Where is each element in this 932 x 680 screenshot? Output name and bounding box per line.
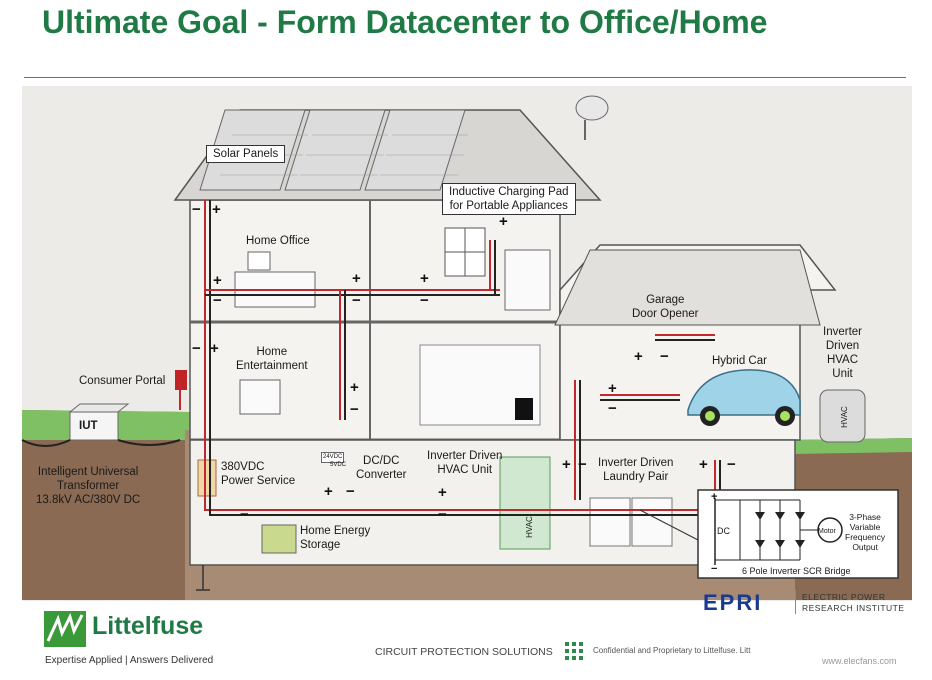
oven	[515, 398, 533, 420]
plus-marker: +	[562, 456, 571, 473]
label-hybrid-car: Hybrid Car	[712, 355, 767, 367]
label-iut-description: Intelligent Universal Transformer 13.8kV…	[36, 466, 141, 506]
label-home-entertainment: Home Entertainment	[236, 346, 308, 372]
minus-marker: −	[192, 201, 201, 218]
plus-marker: +	[499, 213, 508, 230]
appliance-cabinet	[504, 249, 551, 311]
title-divider	[24, 77, 906, 78]
label-scr-dc: DC	[717, 526, 730, 536]
indoor-hvac-cabinet	[499, 456, 551, 550]
plus-marker: +	[352, 270, 361, 287]
battery-storage	[261, 524, 297, 554]
label-dcdc-converter: DC/DC Converter	[356, 455, 407, 481]
label-iut: IUT	[79, 420, 98, 432]
plus-marker: +	[634, 348, 643, 365]
label-hvac-indoor-tag: HVAC	[524, 516, 534, 538]
minus-marker: −	[438, 506, 447, 523]
plus-marker: +	[438, 484, 447, 501]
plus-marker: +	[213, 272, 222, 289]
footer-tagline: Expertise Applied | Answers Delivered	[45, 655, 214, 666]
plus-marker: +	[350, 379, 359, 396]
label-dcdc-tag-b: 5VDC	[330, 462, 347, 468]
label-consumer-portal: Consumer Portal	[79, 375, 166, 387]
minus-marker: −	[711, 563, 718, 575]
iut-transformer	[69, 411, 119, 441]
epri-divider	[795, 590, 796, 614]
label-dcdc-tag-a: 24VDC	[321, 452, 345, 463]
footer-solutions: CIRCUIT PROTECTION SOLUTIONS	[375, 646, 553, 658]
plus-marker: +	[711, 491, 718, 503]
plus-marker: +	[420, 270, 429, 287]
power-service-box	[197, 459, 217, 497]
littelfuse-logo-icon	[44, 611, 86, 647]
label-scr-output: 3-Phase Variable Frequency Output	[845, 512, 886, 552]
footer-confidential: Confidential and Proprietary to Littelfu…	[593, 646, 751, 655]
label-garage-door-opener: Garage Door Opener	[632, 294, 699, 320]
grid-dots-icon	[565, 642, 583, 660]
satellite-dish	[575, 95, 609, 121]
computer-monitor	[247, 251, 271, 271]
television	[239, 379, 281, 415]
plus-marker: +	[699, 456, 708, 473]
minus-marker: −	[192, 340, 201, 357]
dc-wiring	[21, 200, 721, 516]
epri-logo: EPRI	[703, 590, 763, 615]
plus-marker: +	[212, 201, 221, 218]
ground-right-grass	[790, 438, 912, 454]
label-home-energy-storage: Home Energy Storage	[300, 525, 371, 551]
dryer	[631, 497, 673, 547]
label-power-service: 380VDC Power Service	[221, 461, 296, 487]
minus-marker: −	[240, 506, 249, 523]
minus-marker: −	[352, 292, 361, 309]
hybrid-car-illustration	[687, 369, 801, 426]
label-outdoor-hvac: Inverter Driven HVAC Unit	[823, 326, 862, 380]
littelfuse-brand: Littelfuse	[92, 612, 204, 640]
minus-marker: −	[346, 483, 355, 500]
label-home-office: Home Office	[246, 235, 310, 247]
label-scr-motor: Motor	[818, 528, 836, 535]
epri-full-name: ELECTRIC POWER RESEARCH INSTITUTE	[802, 592, 905, 613]
plus-marker: +	[324, 483, 333, 500]
ground-left-soil	[22, 410, 190, 600]
label-inductive-charging: Inductive Charging Pad for Portable Appl…	[442, 183, 576, 215]
slide-title: Ultimate Goal - Form Datacenter to Offic…	[42, 4, 768, 40]
label-laundry-pair: Inverter Driven Laundry Pair	[598, 457, 674, 483]
plus-marker: +	[608, 380, 617, 397]
washer	[589, 497, 631, 547]
scr-bridge-inset	[697, 489, 899, 579]
label-solar-panels: Solar Panels	[206, 145, 286, 163]
minus-marker: −	[660, 348, 669, 365]
outdoor-hvac-unit	[819, 389, 866, 443]
minus-marker: −	[578, 456, 587, 473]
minus-marker: −	[727, 456, 736, 473]
minus-marker: −	[350, 401, 359, 418]
label-hvac-outdoor-tag: HVAC	[839, 406, 849, 428]
minus-marker: −	[420, 292, 429, 309]
minus-marker: −	[608, 400, 617, 417]
label-scr-caption: 6 Pole Inverter SCR Bridge	[742, 566, 851, 576]
minus-marker: −	[213, 292, 222, 309]
label-indoor-hvac: Inverter Driven HVAC Unit	[427, 450, 503, 476]
watermark: www.elecfans.com	[822, 656, 897, 666]
plus-marker: +	[210, 340, 219, 357]
